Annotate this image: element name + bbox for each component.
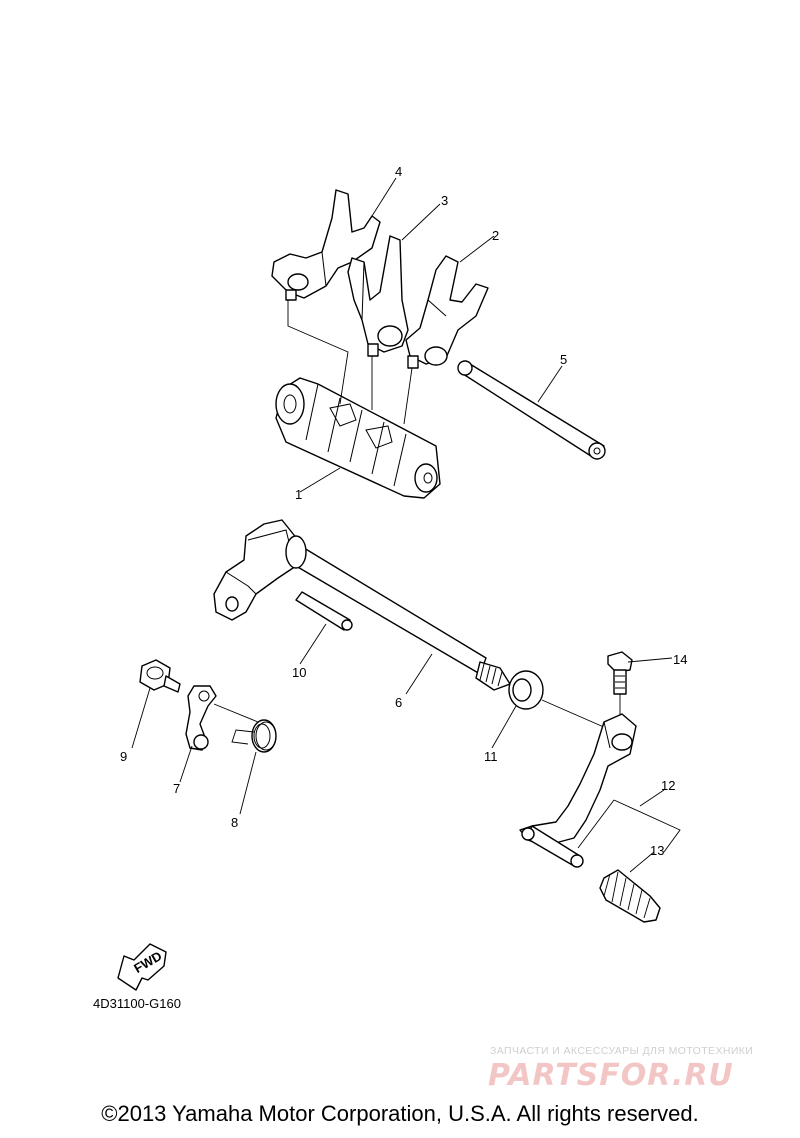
oil-seal-11	[508, 670, 607, 729]
watermark-tagline: ЗАПЧАСТИ И АКСЕССУАРЫ ДЛЯ МОТОТЕХНИКИ	[490, 1045, 754, 1057]
bolt-14	[607, 651, 633, 720]
torsion-spring-8	[231, 719, 277, 753]
fork-guide-bar-5	[457, 360, 606, 460]
pedal-rubber-13	[599, 869, 661, 923]
shift-fork-2	[405, 255, 489, 369]
callout-12: 12	[661, 778, 675, 793]
watermark-logo: PARTSFOR.RU	[488, 1058, 734, 1093]
shift-pedal-12	[519, 713, 637, 868]
callout-2: 2	[492, 228, 499, 243]
pin-10	[295, 591, 353, 631]
callout-3: 3	[441, 193, 448, 208]
shift-cam-1	[275, 377, 441, 499]
callout-6: 6	[395, 695, 402, 710]
callout-5: 5	[560, 352, 567, 367]
leader-lines	[131, 177, 673, 873]
callout-11: 11	[484, 749, 498, 764]
diagram-part-code: 4D31100-G160	[93, 996, 181, 1011]
shift-shaft-6	[213, 519, 511, 691]
callout-1: 1	[295, 487, 302, 502]
bolt-9	[139, 659, 181, 693]
callout-4: 4	[395, 164, 402, 179]
copyright-notice: ©2013 Yamaha Motor Corporation, U.S.A. A…	[101, 1101, 699, 1126]
callout-10: 10	[292, 665, 306, 680]
shift-fork-3	[347, 235, 409, 357]
callout-14: 14	[673, 652, 687, 667]
callout-8: 8	[231, 815, 238, 830]
callout-9: 9	[120, 749, 127, 764]
stopper-lever-7	[185, 685, 259, 751]
fwd-arrow-icon: FWD	[117, 943, 167, 991]
callout-7: 7	[173, 781, 180, 796]
shift-fork-4	[271, 189, 381, 301]
callout-13: 13	[650, 843, 664, 858]
